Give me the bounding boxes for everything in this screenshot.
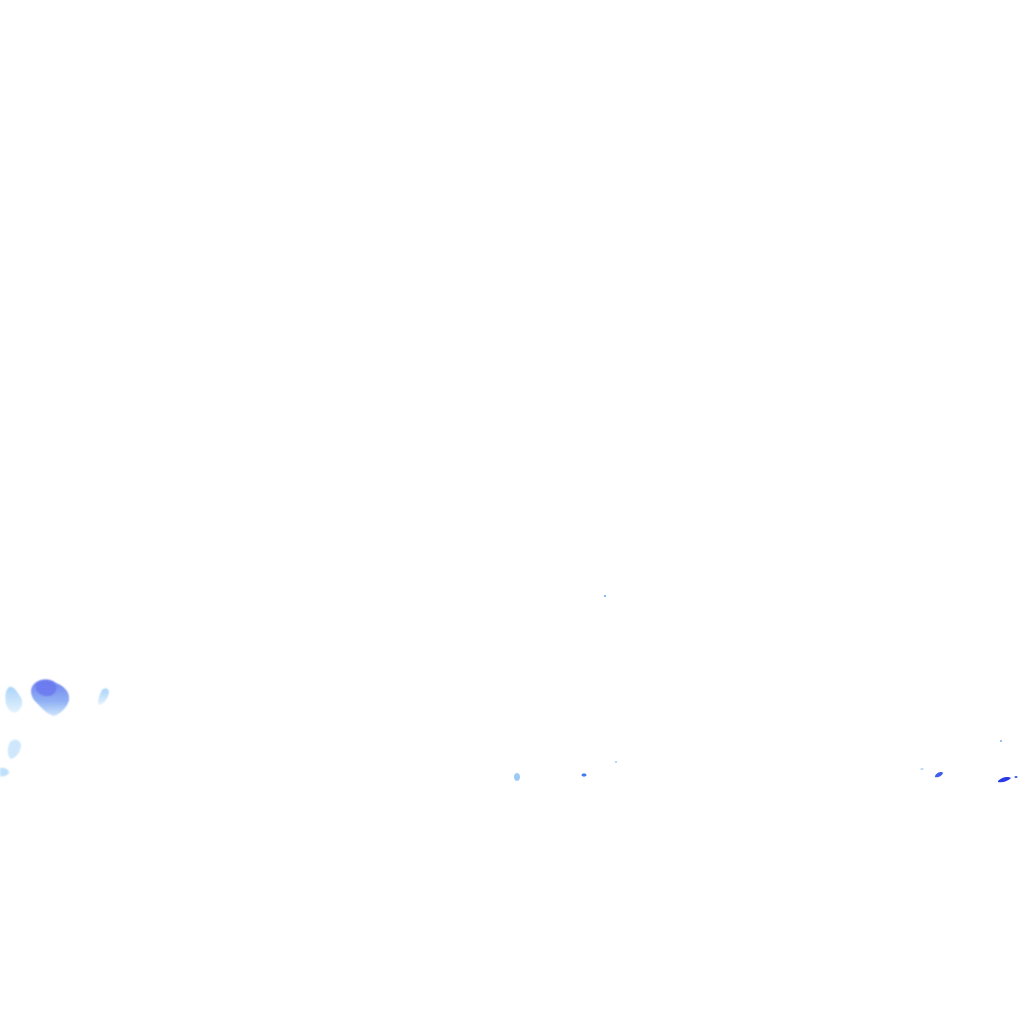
center-specks <box>514 595 618 781</box>
speck-c <box>614 761 618 763</box>
speck-top <box>603 595 607 597</box>
speck-a <box>514 773 520 781</box>
left-cluster <box>0 679 109 777</box>
speck-b <box>581 773 587 777</box>
wisp-left-c <box>98 688 109 705</box>
streak-right-b <box>998 777 1011 783</box>
wisp-left-b-core <box>36 681 57 697</box>
wisp-left-a <box>5 686 23 713</box>
wisp-left-d <box>7 739 22 759</box>
wisp-left-e <box>0 767 9 777</box>
streak-right-a <box>935 772 943 778</box>
right-cluster <box>920 740 1018 783</box>
speck-right-b <box>999 740 1003 742</box>
speck-right-c <box>1014 776 1018 778</box>
speck-right-a <box>920 768 924 770</box>
